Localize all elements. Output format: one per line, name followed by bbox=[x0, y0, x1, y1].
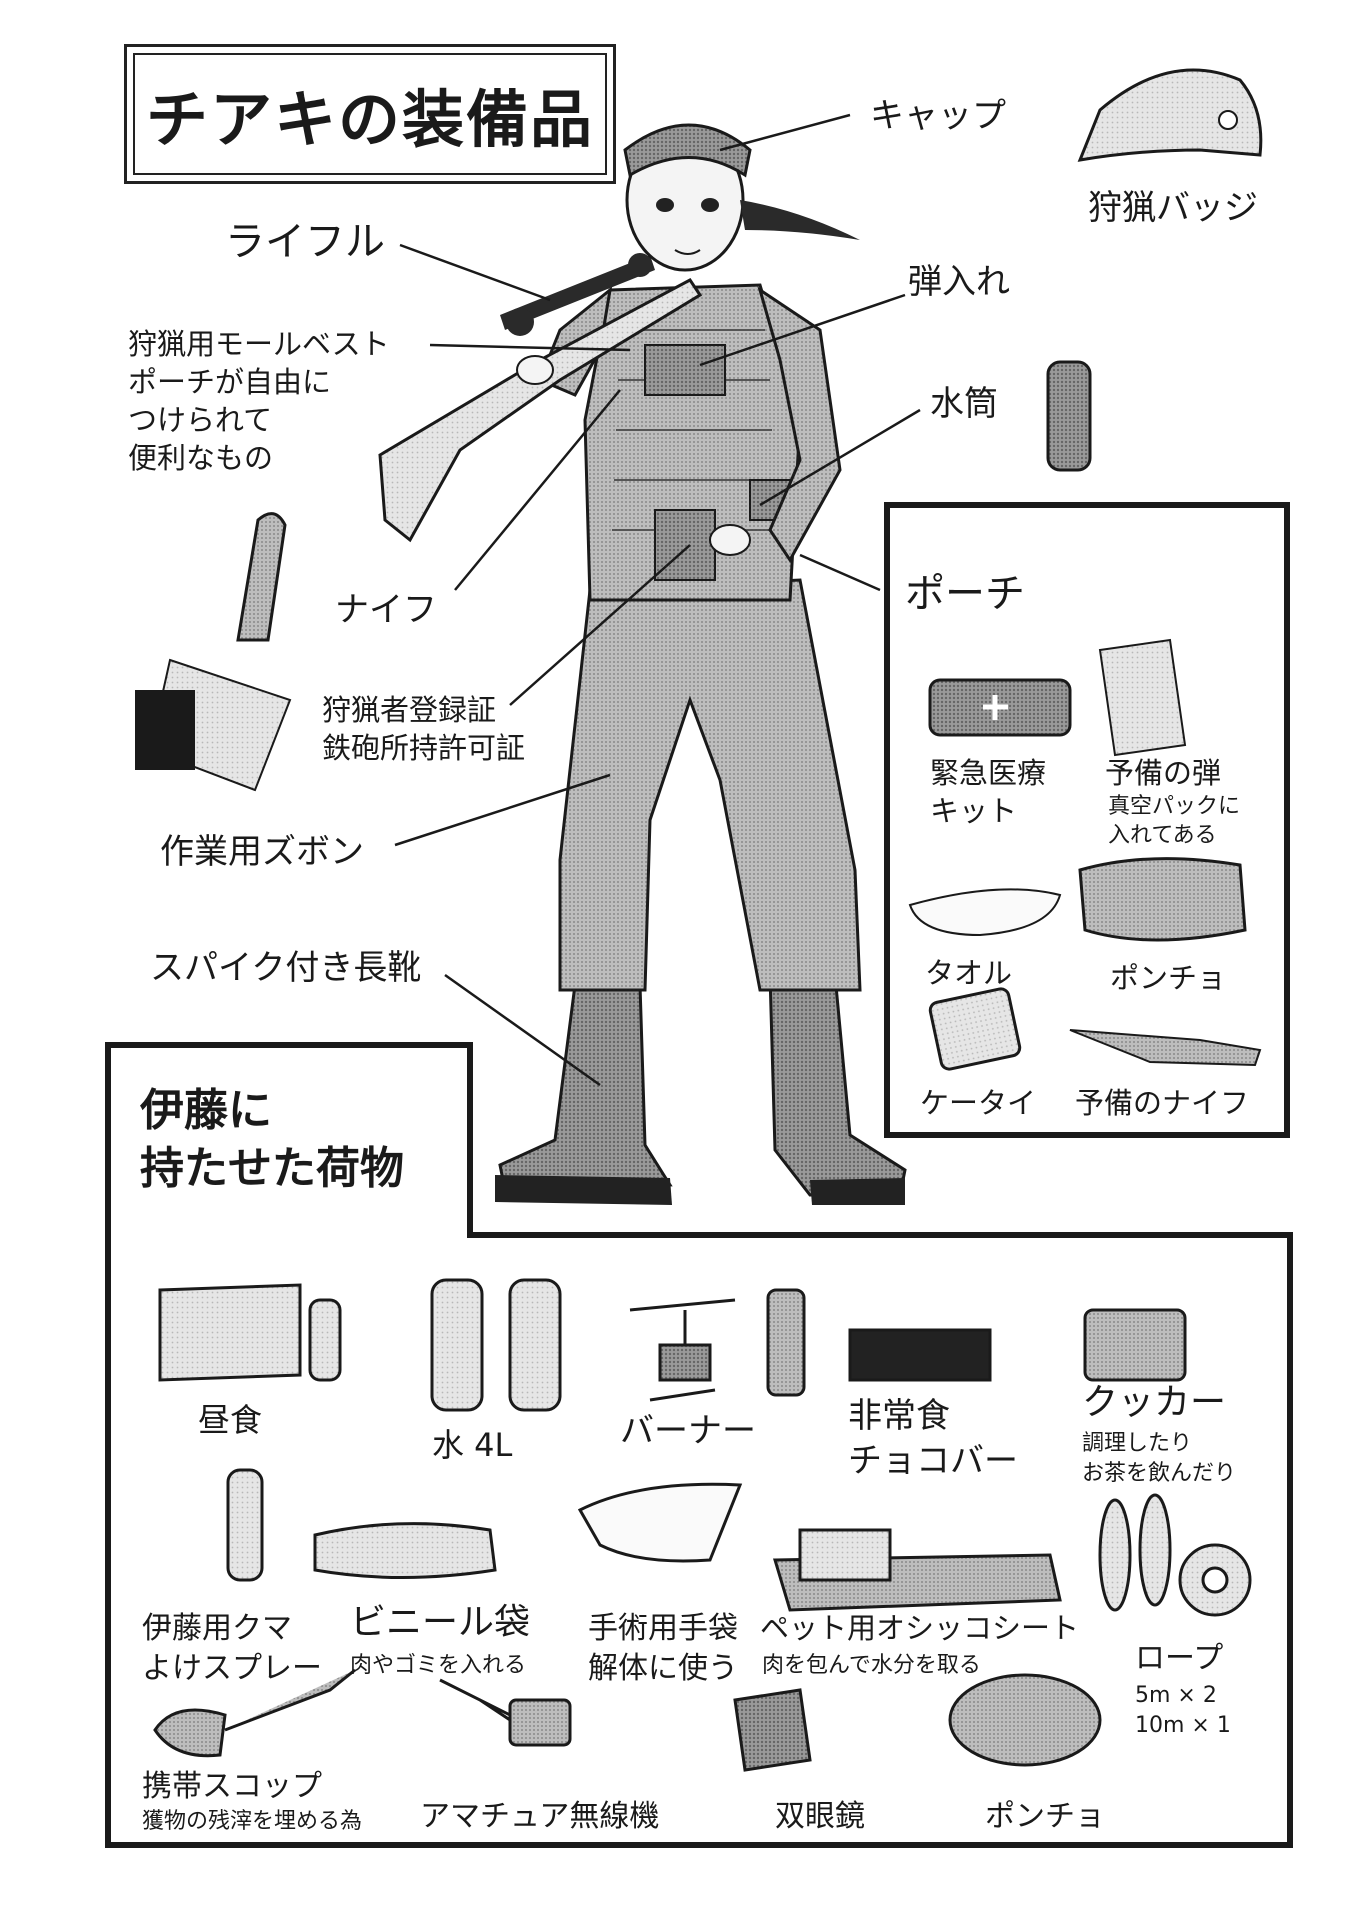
label-ammo-holder: 弾入れ bbox=[908, 262, 1010, 302]
title-box: チアキの装備品 bbox=[124, 44, 616, 184]
canteen-drawing bbox=[1046, 360, 1092, 472]
item-bear-spray-2: よけスプレー bbox=[142, 1651, 322, 1686]
luggage-heading-1: 伊藤に bbox=[140, 1085, 272, 1136]
pouch-phone: ケータイ bbox=[920, 1086, 1037, 1120]
pouch-heading: ポーチ bbox=[905, 571, 1025, 617]
pouch-spare-ammo: 予備の弾 bbox=[1105, 756, 1222, 790]
item-rope-note-1: 5m × 2 bbox=[1135, 1683, 1217, 1708]
pouch-poncho: ポンチョ bbox=[1110, 961, 1227, 995]
item-pet-sheet: ペット用オシッコシート bbox=[760, 1611, 1080, 1645]
label-pants: 作業用ズボン bbox=[160, 832, 364, 872]
label-boots: スパイク付き長靴 bbox=[150, 948, 422, 988]
item-lunch: 昼食 bbox=[198, 1401, 263, 1439]
item-burner: バーナー bbox=[620, 1411, 756, 1451]
item-pet-sheet-note: 肉を包んで水分を取る bbox=[762, 1653, 981, 1678]
pouch-spare-ammo-note-1: 真空パックに bbox=[1108, 794, 1241, 819]
item-shovel-note: 獲物の残滓を埋める為 bbox=[142, 1809, 363, 1834]
label-vest-note-3: 便利なもの bbox=[128, 441, 274, 475]
item-binoculars: 双眼鏡 bbox=[775, 1799, 865, 1834]
label-cap: キャップ bbox=[870, 96, 1006, 136]
item-poncho: ポンチョ bbox=[985, 1799, 1105, 1834]
pouch-first-aid-2: キット bbox=[930, 794, 1018, 828]
cap-drawing bbox=[1077, 68, 1263, 162]
pouch-spare-knife: 予備のナイフ bbox=[1075, 1086, 1250, 1120]
item-vinyl-bag: ビニール袋 bbox=[350, 1602, 531, 1643]
label-badge: 狩猟バッジ bbox=[1088, 188, 1258, 228]
label-license-1: 狩猟者登録証 bbox=[322, 693, 497, 727]
license-drawing bbox=[135, 658, 292, 792]
label-license-2: 鉄砲所持許可証 bbox=[322, 731, 526, 765]
knife-drawing bbox=[236, 512, 287, 642]
item-radio: アマチュア無線機 bbox=[420, 1799, 660, 1834]
pouch-first-aid-1: 緊急医療 bbox=[930, 756, 1047, 790]
item-rope-note-2: 10m × 1 bbox=[1135, 1713, 1231, 1738]
item-emergency-food-1: 非常食 bbox=[848, 1396, 950, 1436]
luggage-items-drawings bbox=[153, 1278, 1252, 1772]
label-vest-note-2: つけられて bbox=[128, 403, 273, 437]
item-cooker: クッカー bbox=[1082, 1382, 1227, 1423]
item-shovel: 携帯スコップ bbox=[142, 1769, 322, 1804]
label-vest: 狩猟用モールベスト bbox=[128, 327, 390, 361]
item-vinyl-bag-note: 肉やゴミを入れる bbox=[350, 1653, 527, 1678]
page-title: チアキの装備品 bbox=[145, 83, 594, 156]
item-water: 水 4L bbox=[432, 1426, 513, 1464]
item-emergency-food-2: チョコバー bbox=[848, 1441, 1018, 1481]
luggage-heading-2: 持たせた荷物 bbox=[140, 1143, 404, 1194]
label-vest-note-1: ポーチが自由に bbox=[128, 365, 332, 399]
pouch-towel: タオル bbox=[925, 956, 1013, 990]
label-knife: ナイフ bbox=[335, 590, 437, 630]
luggage-frame bbox=[105, 1042, 1293, 1848]
pouch-spare-ammo-note-2: 入れてある bbox=[1108, 823, 1217, 848]
item-cooker-note-2: お茶を飲んだり bbox=[1082, 1461, 1237, 1486]
item-gloves-1: 手術用手袋 bbox=[588, 1611, 738, 1646]
label-canteen: 水筒 bbox=[930, 384, 998, 424]
item-cooker-note-1: 調理したり bbox=[1082, 1431, 1193, 1456]
item-gloves-2: 解体に使う bbox=[588, 1651, 738, 1686]
leader-lines bbox=[394, 113, 921, 1087]
item-rope: ロープ bbox=[1135, 1641, 1224, 1676]
item-bear-spray-1: 伊藤用クマ bbox=[142, 1611, 292, 1646]
pouch-frame bbox=[884, 502, 1290, 1138]
label-rifle: ライフル bbox=[225, 219, 385, 265]
pouch-items-drawings bbox=[908, 638, 1262, 1071]
